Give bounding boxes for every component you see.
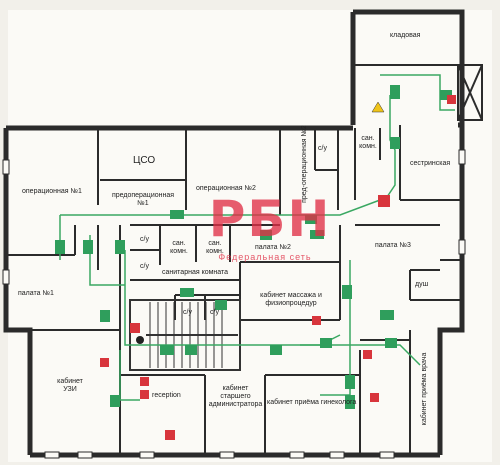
room-wc-1: с/у — [318, 145, 327, 152]
room-nurse: сестринская — [410, 160, 451, 167]
room-wc-3: с/у — [140, 263, 149, 270]
room-wc-2: с/у — [140, 236, 149, 243]
room-operating-2: операционная №2 — [196, 185, 256, 192]
room-reception: reception — [152, 392, 181, 399]
room-cso: ЦСО — [133, 155, 156, 166]
room-doctor: кабинет приёма врача — [420, 352, 428, 426]
room-ward-2: палата №2 — [255, 244, 291, 251]
room-storage: кладовая — [390, 32, 421, 39]
fire-equipment-signs — [100, 95, 456, 440]
room-massage: кабинет массажа и физиопроцедур — [260, 292, 322, 308]
room-wc-4: с/у — [183, 309, 192, 316]
room-operating-1: операционная №1 — [22, 188, 82, 195]
room-ward-1: палата №1 — [18, 290, 54, 297]
watermark-subtitle: Федеральная сеть — [218, 252, 312, 262]
windows — [2, 149, 466, 459]
room-shower: душ — [415, 281, 429, 288]
room-admin: кабинет старшего администратора — [208, 385, 263, 409]
room-wc-5: с/у — [210, 309, 219, 316]
watermark-logo: РБН — [208, 190, 332, 248]
warning-sign-icon — [371, 101, 385, 113]
room-san-1: сан. комн. — [359, 135, 377, 151]
room-san-2: сан. комн. — [170, 240, 188, 256]
plan-sheet — [8, 10, 492, 462]
room-gynecologist: кабинет приёма гинеколога — [267, 399, 357, 406]
room-san-3: сан. комн. — [206, 240, 224, 256]
room-ward-3: палата №3 — [375, 242, 411, 249]
room-uzi: кабинет УЗИ — [57, 378, 83, 394]
room-preop-1: предоперационная №1 — [111, 192, 175, 208]
room-sanitary: санитарная комната — [162, 269, 229, 276]
exit-signs — [55, 85, 452, 409]
outer-walls — [3, 9, 465, 458]
you-are-here-marker — [136, 336, 144, 344]
staircase — [129, 299, 241, 371]
